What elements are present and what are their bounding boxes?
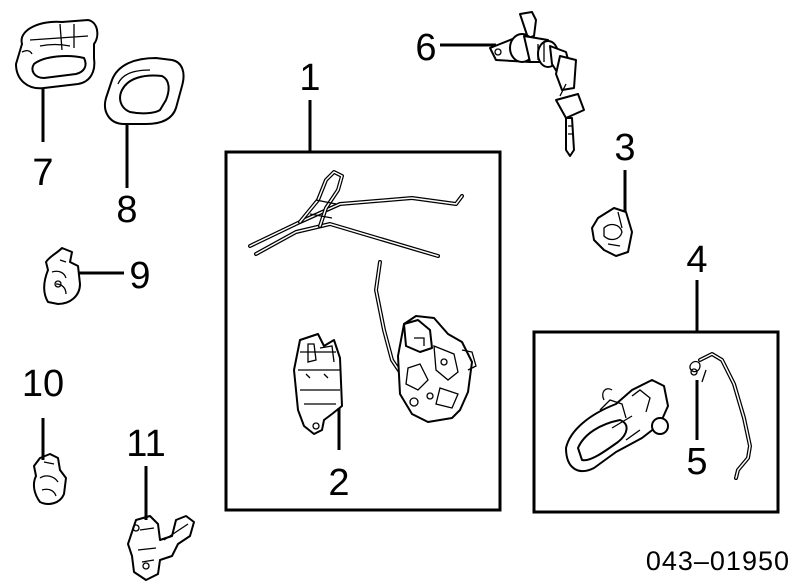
- outer-handle-part-4: [565, 379, 669, 473]
- lock-rods-part-1: [248, 170, 464, 380]
- callout-1: 1: [299, 57, 320, 99]
- callout-11: 11: [126, 423, 165, 465]
- door-latch-assembly: [397, 315, 477, 423]
- clip-part-9: [43, 247, 81, 305]
- callout-10: 10: [22, 363, 64, 405]
- inner-handle-part-7: [15, 19, 99, 90]
- clip-part-10: [32, 453, 67, 505]
- assembly-box-4: [532, 330, 780, 514]
- callout-6: 6: [415, 27, 436, 69]
- callout-5: 5: [686, 441, 707, 483]
- rod-part-5: [689, 352, 752, 480]
- handle-bezel-part-8: [104, 57, 185, 125]
- diagram-code: 043–01950: [646, 546, 790, 576]
- lock-actuator-part-2: [293, 333, 343, 435]
- callout-9: 9: [129, 255, 150, 297]
- callout-3: 3: [614, 127, 635, 169]
- callout-7: 7: [32, 152, 53, 194]
- callout-8: 8: [116, 189, 137, 231]
- latch-plate-part-3: [591, 207, 633, 257]
- rod-clip-part-11: [127, 515, 195, 581]
- callout-2: 2: [328, 462, 349, 504]
- key-cylinder-part-6: [489, 11, 585, 157]
- callout-4: 4: [686, 239, 707, 281]
- assembly-box-1: [224, 150, 502, 512]
